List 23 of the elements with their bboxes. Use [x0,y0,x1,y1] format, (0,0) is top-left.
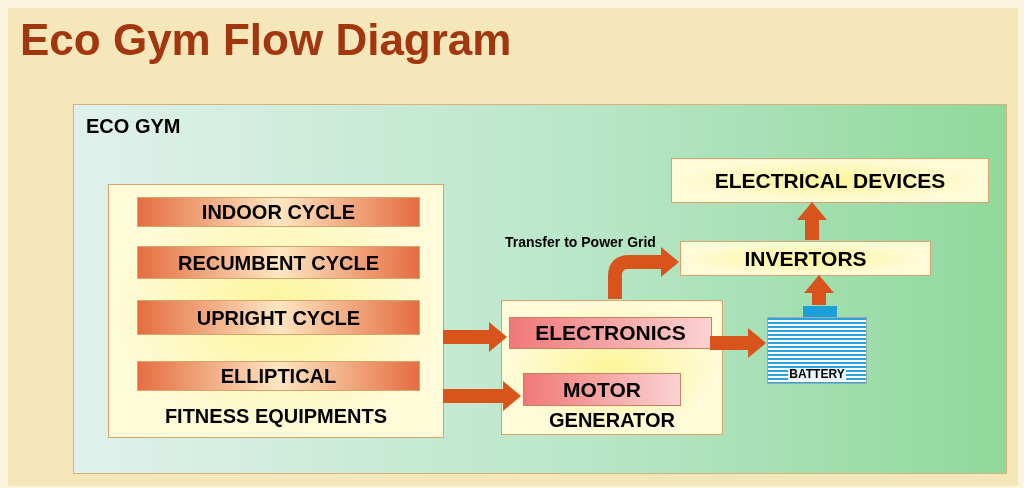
edge-label: Transfer to Power Grid [505,234,656,252]
diagram-title: Eco Gym Flow Diagram [20,14,512,66]
arrow [797,202,827,240]
equipment-box: RECUMBENT CYCLE [137,246,420,279]
area-title: ECO GYM [86,114,181,139]
group-box [108,184,444,438]
process-box: ELECTRICAL DEVICES [671,158,989,203]
arrow [443,381,521,411]
generator-box [501,300,723,435]
component-box: ELECTRONICS [509,317,712,349]
equipment-box: INDOOR CYCLE [137,197,420,227]
arrow [443,322,507,352]
arrow [608,247,679,299]
battery-label: BATTERY [788,368,846,380]
equipment-box: ELLIPTICAL [137,361,420,391]
group-title: FITNESS EQUIPMENTS [163,404,389,429]
component-box: MOTOR [523,373,681,406]
equipment-box: UPRIGHT CYCLE [137,300,420,335]
arrow [710,328,766,358]
box-title: GENERATOR [548,410,676,430]
arrow [804,275,834,305]
area-panel [73,104,1007,474]
process-box: INVERTORS [680,241,931,276]
